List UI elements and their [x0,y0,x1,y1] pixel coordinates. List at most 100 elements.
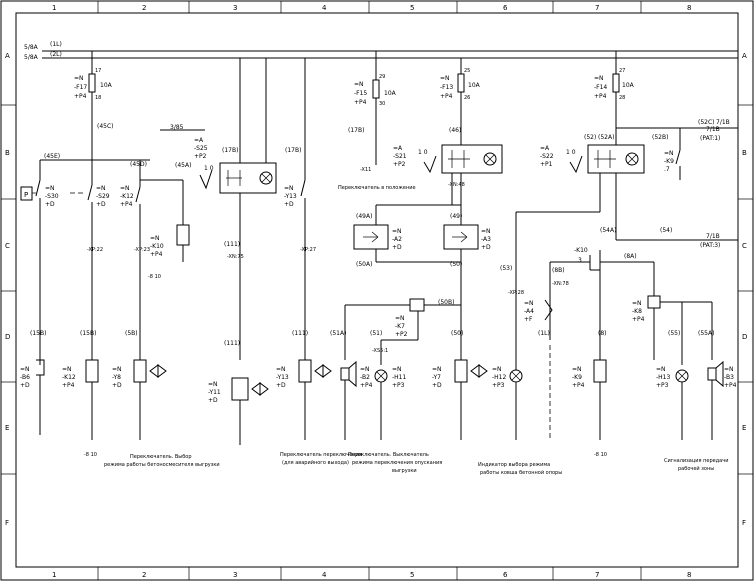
inner-border [15,12,739,568]
column-label-4-bottom: 4 [322,571,327,579]
row-label-C-right: C [742,242,747,250]
k9-tag: -K9 [664,158,674,165]
b3-eq: =N [724,366,734,373]
s30-tag: -S30 [45,193,59,200]
caption-1b: режима работы бетоносмесителя выгрузки [104,462,220,468]
wire-55a: (55A) [698,330,714,337]
k12-tag: -K12 [120,193,134,200]
bottom-ref-3: -8 10 [594,452,607,458]
k10b-tag: -K10 [574,247,588,254]
k10b-pin: 3 [578,257,582,264]
h13-loc: +P3 [656,382,669,389]
xref-52c: 7/1B [716,119,730,126]
k8-eq: =N [632,300,642,307]
wire-53: (53) [500,265,512,272]
h13-eq: =N [656,366,666,373]
row-label-E: E [5,424,9,432]
wire-49a: (49A) [356,213,372,220]
row-label-F: F [5,519,9,527]
row-dividers [1,104,753,475]
term-xp23: -XP:23 [134,247,150,253]
a4-eq: =N [524,300,534,307]
wire-55: (55) [668,330,680,337]
relay-k7: (50B) =N -K7 +P2 (51A) (51) (50) -XS5:1 [330,298,463,365]
fuse-f13-eq: =N [440,75,450,82]
a3-eq: =N [481,228,491,235]
s22-tag: -S22 [540,153,554,160]
y8-eq: =N [112,366,122,373]
fuse-f17-rating: 10A [100,82,113,89]
wire-52: (52) [584,134,596,141]
module-a2: (49A) =N -A2 +D (50A) [353,205,461,268]
h12-loc: +P3 [492,382,505,389]
wire-51a: (51A) [330,330,346,337]
wire-8a: (8A) [624,253,637,260]
h12-tag: -H12 [492,374,506,381]
s25-eq: =A [194,137,204,144]
term-xn75: -XN:75 [227,254,244,260]
fuse-f14: 27 28 =N -F14 +P4 10A [594,51,635,145]
wire-50: (50) [450,261,462,268]
wire-15b-2: (15B) [80,330,96,337]
y13b-loc: +D [276,382,286,389]
wire-51: (51) [370,330,382,337]
column-label-6: 6 [503,4,508,12]
column-label-8: 8 [687,4,691,12]
row-label-C: C [5,242,10,250]
k12-eq: =N [120,185,130,192]
term-xp27: -XP:27 [300,247,316,253]
a2-eq: =N [392,228,402,235]
k9b-loc: +P4 [572,382,585,389]
k7-loc: +P2 [395,331,408,338]
relay-k8: (8A) =N -K8 +P4 (55) (55A) [600,253,714,365]
fuse-f14-pin-top: 27 [619,68,625,74]
h11-eq: =N [392,366,402,373]
wire-5b: (5B) [125,330,138,337]
a2-tag: -A2 [392,236,402,243]
lamp-h11: =N -H11 +P3 [374,366,406,440]
bus1-name: (1L) [50,41,62,48]
bus1-ref: 5/8A [24,44,39,51]
h11-loc: +P3 [392,382,405,389]
xref-pat3: 7/1B [706,233,720,240]
b6-eq: =N [20,366,30,373]
caption-5: Индикатор выбора режима [478,462,550,468]
k7-eq: =N [395,315,405,322]
h12-eq: =N [492,366,502,373]
fuse-f13-pin-top: 25 [464,68,470,74]
y8-loc: +D [112,382,122,389]
h13-tag: -H13 [656,374,670,381]
valve-y13: =N -Y13 +D [276,359,332,440]
wire-45d: (45D) [130,161,147,168]
fuse-f14-rating: 10A [622,82,635,89]
row-label-A: A [5,52,10,60]
row-labels: A B C D E F A B C D E F [5,52,747,527]
a3-loc: +D [481,244,491,251]
term-xn78: -XN:78 [552,281,569,287]
fuse-f13: 25 26 =N -F13 +P4 10A (46) [440,58,481,145]
relay-contact-k9: =N -K9 .7 (52C) 7/1B 7/1B (PAT:1) [616,119,738,180]
valve-y11: =N -Y11 +D [208,377,269,445]
wire-49: (49) [450,213,462,220]
fuse-f15-rating: 10A [384,90,397,97]
b2-tag: -B2 [360,374,370,381]
column-label-4: 4 [322,4,327,12]
fuse-f17-tag: -F17 [74,84,87,91]
power-bus-2: 5/8A (2L) [24,51,738,61]
bus2-name: (2L) [50,51,62,58]
fuse-f15-tag: -F15 [354,90,367,97]
wire-46: (46) [449,127,461,134]
caption-3c: выгрузки [392,468,417,474]
s25-pos: 1 0 [204,165,214,172]
lamp-h13: =N -H13 +P3 [656,366,689,440]
s29-tag: -S29 [96,193,110,200]
column-label-7-bottom: 7 [595,571,599,579]
caption-3b: режима переключения опускания [352,460,442,466]
caption-6: Сигнализация передачи [664,458,728,464]
caption-1: Переключатель. Выбор [130,454,192,460]
wire-50b: (50B) [438,299,454,306]
switch-s29: =N -S29 +D -XP:22 [70,160,110,360]
row-label-E-right: E [742,424,746,432]
b3-tag: -B3 [724,374,734,381]
s29-eq: =N [96,185,106,192]
